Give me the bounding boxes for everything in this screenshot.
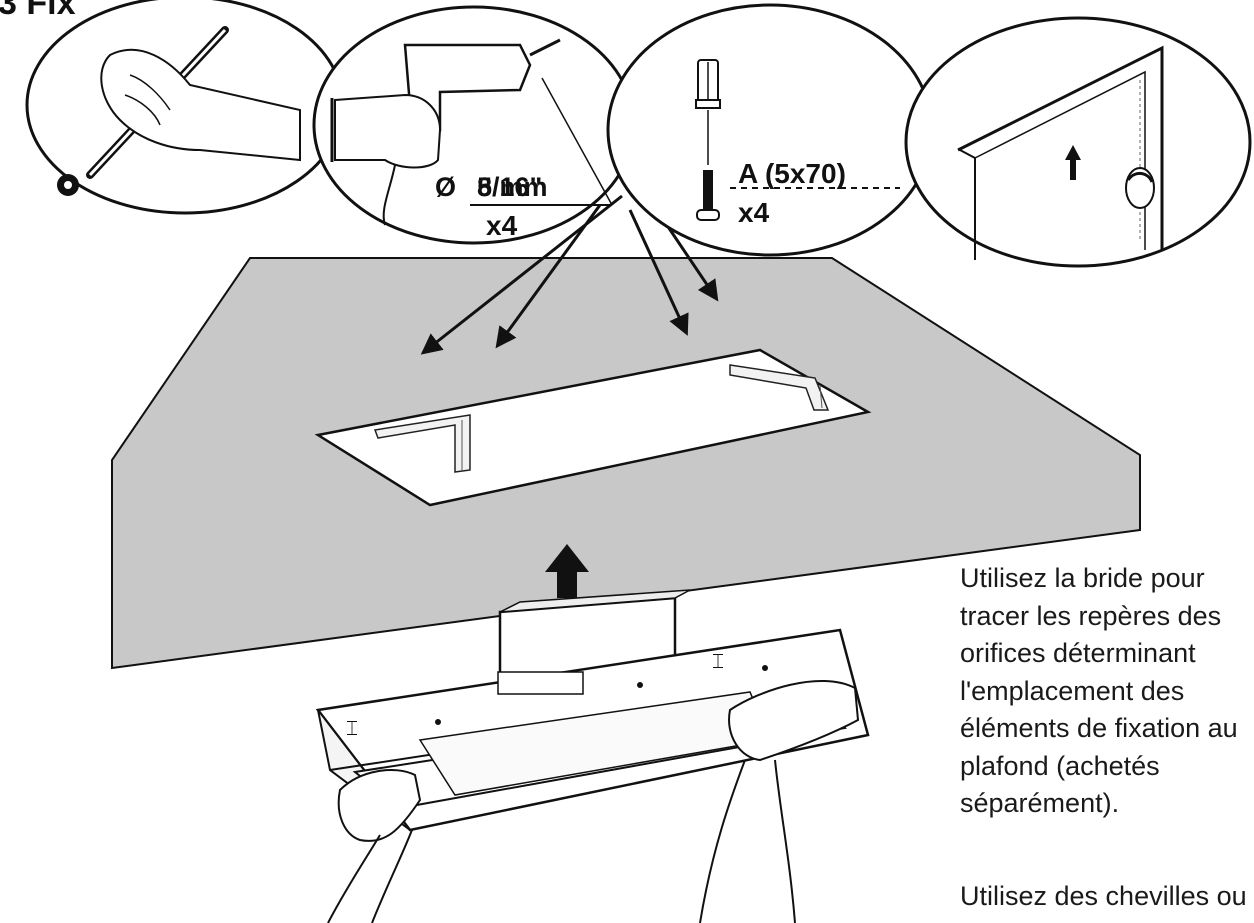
callout-mark-holes (25, 0, 345, 215)
drill-size-imperial: 5/16" (477, 172, 542, 202)
callout-screw-fixing: A (5x70) x4 (606, 3, 934, 257)
ceiling-opening (314, 348, 872, 507)
instruction-step-2: Utilisez des chevilles ou (960, 881, 1247, 911)
step-header: 3 Fix (0, 0, 76, 22)
marking-arrows (420, 194, 719, 355)
drill-hole-count: x4 (486, 210, 518, 241)
bracket-symbol-right: ⌶ (712, 651, 724, 673)
instruction-step-1: Utilisez la bride pour tracer les repère… (960, 563, 1238, 818)
screw-label: A (5x70) (738, 158, 846, 189)
callout-frame-detail (904, 16, 1252, 268)
hood-unit: ⌶ ⌶ (315, 589, 870, 923)
callout-drill-holes: Ø 8 mm 5/16" x4 (312, 5, 636, 245)
screw-count: x4 (738, 197, 770, 228)
drill-size-metric: 8 mm (477, 172, 548, 202)
drill-diameter-symbol: Ø (435, 172, 456, 202)
bracket-symbol-left: ⌶ (346, 718, 358, 740)
lift-arrow (545, 544, 589, 598)
